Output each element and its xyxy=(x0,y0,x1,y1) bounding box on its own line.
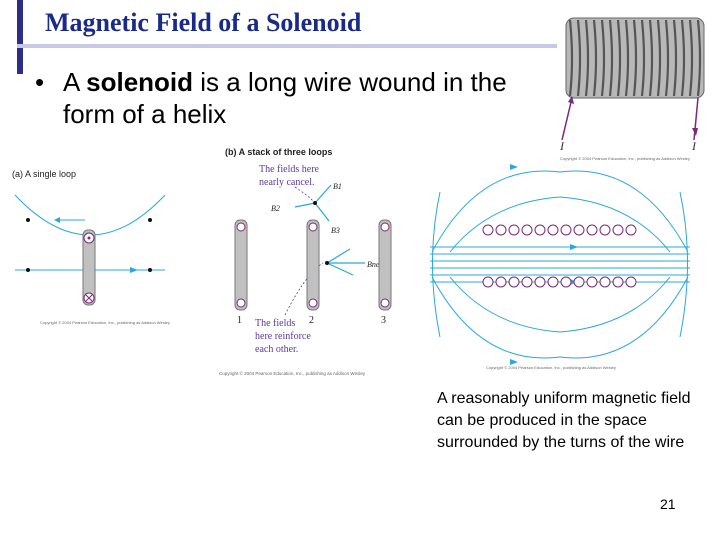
solenoid-lower-turns xyxy=(482,276,637,288)
bullet-text: A solenoid is a long wire wound in the f… xyxy=(63,66,523,130)
single-loop-figure: (a) A single loop Copyright © 2004 Pears… xyxy=(12,169,170,325)
solenoid-field-lines xyxy=(430,170,690,359)
solenoid-copyright-top: Copyright © 2004 Pearson Education, Inc.… xyxy=(560,156,690,161)
current-in-cross xyxy=(85,294,93,302)
current-label-right: I xyxy=(691,139,697,153)
bullet-rest: is a long wire wound in the form of a he… xyxy=(63,67,507,129)
note-reinforce-line-2: here reinforce xyxy=(255,331,311,342)
solenoid-upper-turns xyxy=(482,224,637,236)
slide-number: 21 xyxy=(660,496,676,512)
note-reinforce-pointer xyxy=(284,262,324,316)
loop-number-1: 1 xyxy=(237,315,242,326)
bullet-marker: • xyxy=(35,67,45,97)
field-point-3 xyxy=(26,268,30,272)
solenoid-copyright-bottom: Copyright © 2004 Pearson Education, Inc.… xyxy=(486,365,616,370)
loop-2-section xyxy=(306,219,320,311)
three-loops-label: (b) A stack of three loops xyxy=(225,147,332,157)
title-accent-bar xyxy=(17,0,23,74)
vector-label-b2: B2 xyxy=(271,204,280,213)
vector-origin-top xyxy=(313,201,317,205)
current-arrow-right xyxy=(692,128,698,136)
field-arrow-2 xyxy=(130,267,138,273)
current-arrow-left xyxy=(568,96,574,104)
single-loop-copyright: Copyright © 2004 Pearson Education, Inc.… xyxy=(40,320,170,325)
three-loops-figure: (b) A stack of three loops The fields he… xyxy=(219,147,392,376)
loop-3-section xyxy=(378,219,392,311)
solenoid-field-figure: Copyright © 2004 Pearson Education, Inc.… xyxy=(430,156,690,370)
slide-title: Magnetic Field of a Solenoid xyxy=(45,8,362,37)
solenoid-field-arrows xyxy=(510,164,578,365)
field-point-4 xyxy=(148,268,152,272)
vector-origin-mid xyxy=(325,261,329,265)
bullet-prefix: A xyxy=(63,67,87,97)
vector-label-b3: B3 xyxy=(331,226,340,235)
note-cancel-line-2: nearly cancel. xyxy=(259,177,315,188)
loop-number-3: 3 xyxy=(381,315,386,326)
bullet-term: solenoid xyxy=(86,67,194,97)
helix-coil-turns xyxy=(568,19,702,97)
field-point-1 xyxy=(26,218,30,222)
loop-current-markers xyxy=(236,222,390,308)
loop-number-2: 2 xyxy=(309,315,314,326)
loop-1-section xyxy=(234,219,248,311)
vector-label-bnet: Bnet xyxy=(367,260,382,269)
note-reinforce-line-1: The fields xyxy=(255,318,295,329)
figure-caption: A reasonably uniform magnetic field can … xyxy=(437,390,691,451)
current-out-dot xyxy=(87,236,91,240)
current-label-left: I xyxy=(559,139,565,153)
field-vectors xyxy=(294,184,365,276)
single-loop-label: (a) A single loop xyxy=(12,169,76,179)
title-underline xyxy=(17,44,557,48)
field-arrow-1 xyxy=(54,217,60,223)
note-cancel-line-1: The fields here xyxy=(259,164,320,175)
note-cancel-pointer xyxy=(294,186,314,202)
helix-coil-figure: I I xyxy=(559,17,705,153)
vector-label-b1: B1 xyxy=(333,182,342,191)
three-loops-copyright: Copyright © 2004 Pearson Education, Inc.… xyxy=(219,370,366,376)
current-lead-left xyxy=(561,97,573,141)
loop-cross-section xyxy=(82,229,96,306)
note-reinforce-line-3: each other. xyxy=(255,344,298,355)
field-point-2 xyxy=(148,218,152,222)
